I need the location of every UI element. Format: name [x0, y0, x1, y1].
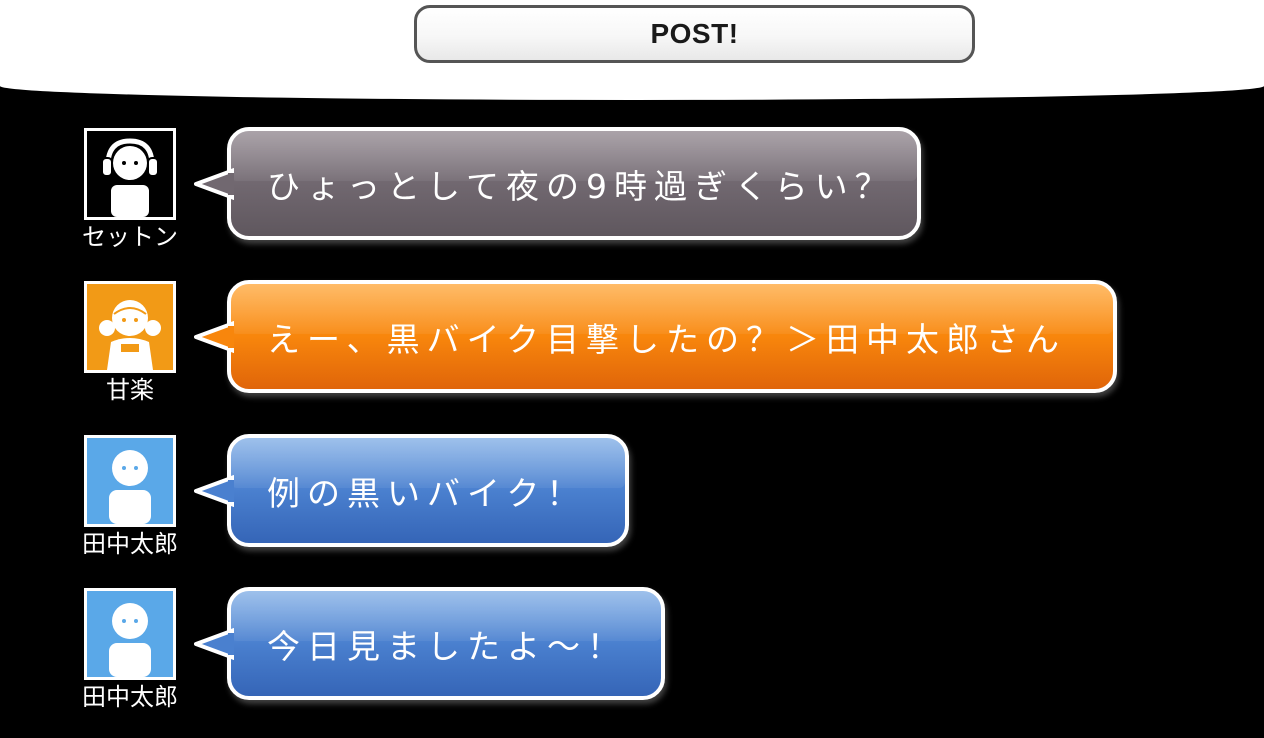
chat-log: セットン ひょっとして夜の9時過ぎくらい？ [0, 100, 1264, 711]
plain-person-icon[interactable] [84, 435, 176, 527]
post-button[interactable]: POST! [414, 5, 975, 63]
chat-message: セットン ひょっとして夜の9時過ぎくらい？ [0, 127, 1264, 278]
message-bubble: 今日見ましたよ～！ [194, 587, 665, 700]
girl-pigtails-icon[interactable] [84, 281, 176, 373]
username: 田中太郎 [82, 530, 178, 558]
bubble-tail [194, 321, 234, 353]
chat-message: 甘楽 えー、黒バイク目撃したの？＞田中太郎さん [0, 280, 1264, 431]
post-button-label: POST! [650, 18, 739, 49]
message-text: えー、黒バイク目撃したの？＞田中太郎さん [267, 319, 1067, 359]
plain-person-icon[interactable] [84, 588, 176, 680]
chat-message: 田中太郎 例の黒いバイク！ [0, 434, 1264, 585]
chat-message: 田中太郎 今日見ましたよ～！ [0, 587, 1264, 738]
username: 田中太郎 [82, 683, 178, 711]
message-bubble: えー、黒バイク目撃したの？＞田中太郎さん [194, 280, 1117, 393]
username: セットン [82, 223, 178, 251]
bubble-tail [194, 628, 234, 660]
message-bubble: ひょっとして夜の9時過ぎくらい？ [194, 127, 921, 240]
message-text: 例の黒いバイク！ [267, 473, 587, 513]
message-text: ひょっとして夜の9時過ぎくらい？ [267, 166, 895, 206]
message-text: 今日見ましたよ～！ [267, 626, 627, 666]
bubble-tail [194, 168, 234, 200]
message-bubble: 例の黒いバイク！ [194, 434, 629, 547]
headphones-person-icon[interactable] [84, 128, 176, 220]
bubble-tail [194, 475, 234, 507]
username: 甘楽 [106, 376, 154, 404]
